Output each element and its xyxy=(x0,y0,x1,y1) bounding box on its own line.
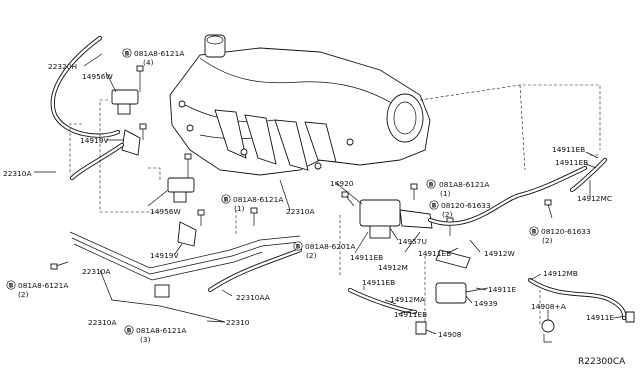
label-bolt-mid-code: 081A8-6121A xyxy=(233,195,283,204)
label-bolt-r1-code: 081A8-6121A xyxy=(439,180,489,189)
label-14919V-mid: 14919V xyxy=(150,251,179,260)
sensor-mid xyxy=(167,177,197,247)
label-14912M: 14912M xyxy=(378,263,408,272)
label-14911EB-f: 14911EB xyxy=(394,310,427,319)
label-14911EB-e: 14911EB xyxy=(362,278,395,287)
svg-text:B: B xyxy=(429,181,434,188)
label-14939: 14939 xyxy=(474,299,498,308)
label-14919V-top: 14919V xyxy=(80,136,109,145)
bolt-glyphs xyxy=(50,65,553,270)
label-14911E-a: 14911E xyxy=(488,285,517,294)
label-14956W-top: 14956W xyxy=(82,72,114,81)
label-14911EB-d: 14911EB xyxy=(555,158,588,167)
label-bolt-left-code: 081A8-6121A xyxy=(18,281,68,290)
label-bolt-center-qty: (2) xyxy=(306,251,317,260)
label-bolt-center-code: 081A8-6201A xyxy=(305,242,355,251)
label-14912W: 14912W xyxy=(484,249,516,258)
label-14956W-mid: 14956W xyxy=(150,207,182,216)
label-22310A-low1: 22310A xyxy=(82,267,111,276)
canister-14939 xyxy=(435,282,489,304)
label-14911EB-a: 14911EB xyxy=(350,253,383,262)
hose-14912MB xyxy=(527,277,627,321)
svg-text:B: B xyxy=(127,327,132,334)
intake-manifold xyxy=(169,34,431,176)
label-bolt-top-qty: (4) xyxy=(143,58,154,67)
svg-text:B: B xyxy=(432,202,437,209)
label-22310A-left: 22310A xyxy=(3,169,32,178)
label-22320H: 22320H xyxy=(48,62,77,71)
label-22310AA: 22310AA xyxy=(236,293,270,302)
tube-assembly-lower xyxy=(69,231,301,323)
svg-text:B: B xyxy=(125,50,130,57)
svg-text:B: B xyxy=(296,243,301,250)
label-22310A-low2: 22310A xyxy=(88,318,117,327)
label-14912MA: 14912MA xyxy=(390,295,425,304)
label-22310: 22310 xyxy=(226,318,250,327)
part-labels: 22320H 081A8-6121A (4) 14956W 14919V 223… xyxy=(3,49,626,367)
label-14908: 14908 xyxy=(438,330,462,339)
label-14911E-b: 14911E xyxy=(586,313,615,322)
hose-22310A-left xyxy=(69,142,125,181)
label-14912MB: 14912MB xyxy=(543,269,578,278)
label-14957U: 14957U xyxy=(398,237,427,246)
clamp-14908A xyxy=(541,319,555,343)
label-bolt-low-code: 081A8-6121A xyxy=(136,326,186,335)
hose-22310AA xyxy=(207,247,303,293)
label-14920: 14920 xyxy=(330,179,354,188)
svg-text:B: B xyxy=(9,282,14,289)
svg-text:B: B xyxy=(224,196,229,203)
label-14911EB-b: 14911EB xyxy=(418,249,451,258)
hose-14912W xyxy=(427,165,588,226)
label-14908A: 14908+A xyxy=(531,302,566,311)
label-bolt-r1-qty: (1) xyxy=(440,189,451,198)
label-bolt-r2-qty: (2) xyxy=(442,210,453,219)
label-22310A-center: 22310A xyxy=(286,207,315,216)
label-14911EB-c: 14911EB xyxy=(552,145,585,154)
label-bolt-r3-code: 08120-61633 xyxy=(541,227,591,236)
label-14912MC: 14912MC xyxy=(577,194,612,203)
label-bolt-top-code: 081A8-6121A xyxy=(134,49,184,58)
leader-lines xyxy=(34,53,627,335)
bolt-markers: B B B B B B B B xyxy=(6,48,539,335)
svg-text:B: B xyxy=(532,228,537,235)
label-bolt-r2-code: 08120-61633 xyxy=(441,201,491,210)
hose-22320H xyxy=(50,35,121,138)
label-bolt-low-qty: (3) xyxy=(140,335,151,344)
sensor-top xyxy=(111,89,141,156)
purge-valve xyxy=(359,199,471,269)
hose-14912MC xyxy=(569,157,608,193)
label-bolt-r3-qty: (2) xyxy=(542,236,553,245)
clip-14908 xyxy=(415,321,427,335)
label-bolt-left-qty: (2) xyxy=(18,290,29,299)
label-bolt-mid-qty: (1) xyxy=(234,204,245,213)
diagram-reference-code: R22300CA xyxy=(578,357,626,367)
clip-14911E-right xyxy=(625,311,635,323)
